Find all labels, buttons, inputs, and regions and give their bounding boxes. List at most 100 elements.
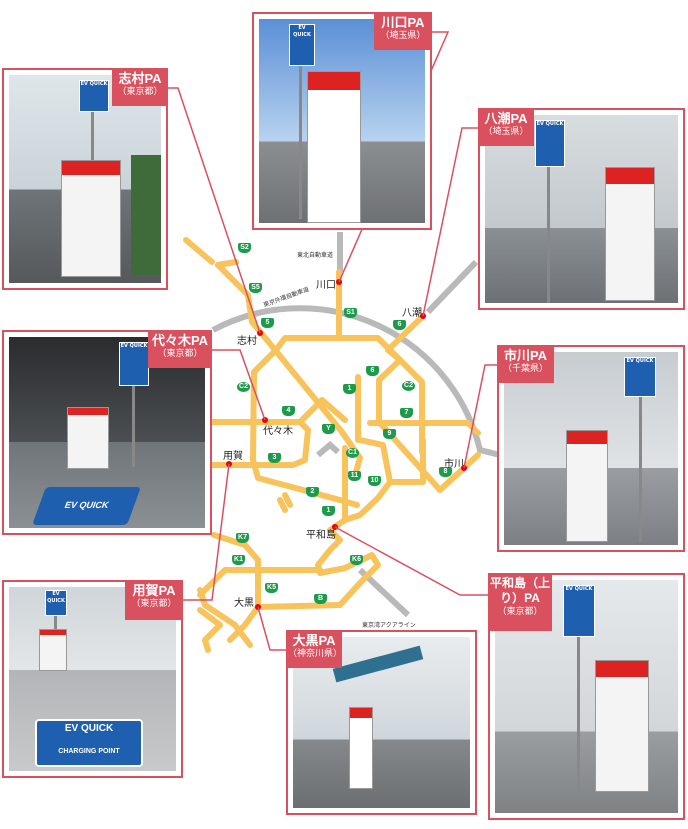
route-c2-north — [273, 335, 425, 455]
route-shield: B — [314, 594, 327, 604]
ev-quick-sign: EV QUICK — [45, 590, 67, 616]
station-name: 大黒PA — [292, 633, 336, 648]
route-shield: 1 — [322, 506, 335, 516]
charger — [39, 629, 67, 671]
place-shimura: 志村 — [237, 336, 257, 347]
charger — [61, 160, 121, 277]
station-name: 代々木PA — [151, 333, 209, 348]
route-shield: 2 — [306, 487, 319, 497]
station-tag: 川口PA（埼玉県） — [374, 12, 432, 50]
route-shield: 8 — [439, 467, 452, 477]
place-daikoku: 大黒 — [234, 598, 254, 609]
route-shield: C2 — [402, 381, 415, 391]
place-ichikawa: 市川 — [444, 459, 464, 470]
ev-quick-sign: EV QUICK — [79, 80, 109, 112]
route-shield: 7 — [400, 408, 413, 418]
ground-marking-top: EV QUICK — [64, 723, 114, 734]
station-tag: 市川PA（千葉県） — [497, 345, 554, 383]
station-tag: 平和島（上り）PA（東京都） — [488, 573, 552, 631]
ev-quick-sign: EV QUICK — [535, 120, 565, 167]
route-7 — [367, 420, 481, 436]
station-name: 志村PA — [118, 71, 162, 86]
route-shield: C1 — [346, 448, 359, 458]
place-yoga: 用賀 — [223, 451, 243, 462]
place-kawaguchi: 川口 — [316, 280, 336, 291]
station-prefecture: （千葉県） — [502, 363, 548, 373]
route-shield: Y — [322, 424, 335, 434]
route-4-3 — [209, 419, 311, 468]
gaikan-ring-road — [211, 305, 501, 458]
route-shield: K5 — [265, 583, 278, 593]
station-name: 八潮PA — [484, 111, 528, 126]
charger — [67, 407, 109, 469]
charger — [307, 71, 361, 223]
route-shield: K7 — [236, 533, 249, 543]
station-prefecture: （埼玉県） — [483, 126, 529, 136]
ev-quick-sign: EV QUICK — [289, 24, 315, 66]
station-photo: EV QUICK — [485, 115, 678, 303]
route-shield: K1 — [232, 555, 245, 565]
station-card-shimura[interactable]: EV QUICK 志村PA（東京都） — [2, 68, 168, 290]
ramp — [316, 441, 340, 458]
route-shield: 1 — [343, 384, 356, 394]
ground-marking-bottom: CHARGING POINT — [58, 748, 120, 755]
ev-quick-sign: EV QUICK — [119, 342, 149, 386]
ev-quick-sign: EV QUICK — [563, 585, 595, 637]
route-shield: 9 — [383, 429, 396, 439]
station-photo: EV QUICK — [495, 580, 678, 813]
route-k1 — [197, 567, 323, 598]
station-prefecture: （東京都） — [497, 606, 543, 616]
route-shield: 3 — [268, 453, 281, 463]
station-name: 平和島（上り）PA — [490, 576, 551, 605]
station-card-yoyogi[interactable]: EV QUICK EV QUICK 代々木PA（東京都） — [2, 330, 212, 535]
route-k1-south — [197, 587, 253, 648]
station-photo: EV QUICK — [259, 19, 425, 223]
highway-label-tohoku: 東北自動車道 — [297, 252, 334, 259]
station-tag: 八潮PA（埼玉県） — [478, 108, 534, 146]
station-card-yashio[interactable]: EV QUICK 八潮PA（埼玉県） — [478, 108, 685, 310]
route-9 — [387, 437, 426, 485]
ramp-stubs — [277, 492, 293, 513]
station-prefecture: （東京都） — [131, 598, 177, 608]
route-c1 — [342, 437, 393, 523]
place-yoyogi: 代々木 — [263, 426, 293, 437]
station-card-kawaguchi[interactable]: EV QUICK 川口PA（埼玉県） — [252, 12, 432, 230]
station-card-heiwajima[interactable]: EV QUICK 平和島（上り）PA（東京都） — [488, 573, 685, 820]
station-name: 用賀PA — [132, 583, 176, 598]
route-4b — [297, 397, 348, 425]
station-name: 川口PA — [381, 15, 425, 30]
route-shield: S2 — [238, 243, 251, 253]
route-shield: 5 — [261, 318, 274, 328]
route-shield: 11 — [348, 471, 361, 481]
route-south-west — [197, 607, 223, 653]
charger — [566, 430, 608, 542]
station-photo: EV QUICK — [9, 75, 161, 283]
station-prefecture: （埼玉県） — [380, 30, 426, 40]
charger — [349, 707, 373, 789]
route-shield: 6 — [366, 366, 379, 376]
route-shield: 10 — [368, 476, 381, 486]
station-card-yoga[interactable]: EV QUICK EV QUICK CHARGING POINT 用賀PA（東京… — [2, 580, 183, 778]
route-shield: S5 — [249, 283, 262, 293]
route-shield: 4 — [282, 406, 295, 416]
station-tag: 用賀PA（東京都） — [125, 580, 183, 620]
ground-marking: EV QUICK — [32, 487, 141, 525]
station-prefecture: （神奈川県） — [288, 648, 343, 658]
route-shield: K6 — [350, 555, 363, 565]
joban-expressway — [425, 259, 479, 315]
station-tag: 大黒PA（神奈川県） — [286, 630, 342, 668]
route-shield: S1 — [344, 308, 357, 318]
charger — [595, 660, 649, 792]
station-photo: EV QUICK — [504, 352, 678, 545]
ev-quick-sign: EV QUICK — [624, 357, 656, 397]
route-shield: C2 — [237, 382, 250, 392]
station-card-daikoku[interactable]: 大黒PA（神奈川県） — [286, 630, 477, 815]
station-photo: EV QUICK EV QUICK — [9, 337, 205, 528]
highway-label-aqualine: 東京湾アクアライン — [362, 622, 416, 629]
station-card-ichikawa[interactable]: EV QUICK 市川PA（千葉県） — [497, 345, 685, 552]
place-yashio: 八潮 — [402, 308, 422, 319]
place-heiwajima: 平和島 — [306, 530, 336, 541]
charger — [605, 167, 655, 301]
